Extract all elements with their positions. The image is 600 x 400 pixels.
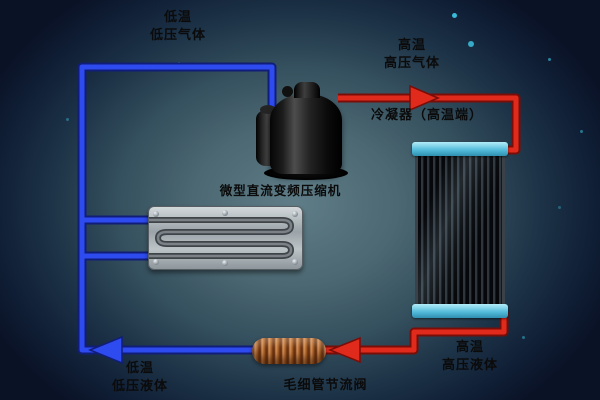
evaporator-serpentine-tube xyxy=(149,217,295,259)
cold-liquid-flow-arrow-left-icon xyxy=(88,335,123,365)
particle-dot xyxy=(452,13,457,18)
condenser-header-top xyxy=(412,142,508,156)
hot-liquid-flow-arrow-left-icon xyxy=(327,336,361,364)
label-line: 高压气体 xyxy=(383,54,440,70)
label-line: 冷凝器（高温端） xyxy=(370,107,483,122)
compressor-accumulator-cap xyxy=(260,105,276,114)
particle-dot xyxy=(580,130,583,133)
bolt-icon xyxy=(153,259,159,265)
label-compressor: 微型直流变频压缩机 xyxy=(203,183,358,200)
particle-dot xyxy=(558,206,561,209)
serpentine-outline xyxy=(149,217,295,259)
label-line: 低温 xyxy=(163,9,192,24)
bolt-icon xyxy=(222,210,228,216)
label-low-temp-low-pressure-liquid: 低温 低压液体 xyxy=(95,359,185,394)
compressor xyxy=(248,80,348,184)
bolt-icon xyxy=(222,260,228,266)
serpentine-core xyxy=(149,218,293,258)
condenser-fins xyxy=(415,155,505,305)
label-capillary-valve: 毛细管节流阀 xyxy=(268,376,383,394)
label-line: 高压液体 xyxy=(441,356,498,372)
label-high-temp-high-pressure-liquid: 高温 高压液体 xyxy=(424,338,516,373)
compressor-body xyxy=(270,94,342,174)
condenser xyxy=(412,142,508,318)
bolt-icon xyxy=(153,211,159,217)
label-line: 高温 xyxy=(455,339,484,354)
bolt-icon xyxy=(292,211,298,217)
cold-pipe xyxy=(79,64,275,353)
particle-dot xyxy=(548,58,551,61)
label-line: 毛细管节流阀 xyxy=(283,377,368,392)
label-condenser: 冷凝器（高温端） xyxy=(352,106,502,124)
particle-dot xyxy=(468,41,474,47)
particle-dot xyxy=(66,118,69,121)
capillary-throttle-valve xyxy=(252,338,326,364)
bolt-icon xyxy=(292,259,298,265)
compressor-fitting xyxy=(282,86,293,97)
label-line: 低压液体 xyxy=(111,377,168,393)
label-line: 低温 xyxy=(125,360,154,375)
condenser-header-bottom xyxy=(412,304,508,318)
particle-dot xyxy=(522,336,525,339)
compressor-top-cap xyxy=(294,82,320,98)
label-low-temp-low-pressure-gas: 低温 低压气体 xyxy=(128,8,228,43)
label-line: 高温 xyxy=(397,37,426,52)
evaporator-plate xyxy=(148,206,303,270)
label-line: 微型直流变频压缩机 xyxy=(219,184,342,198)
label-high-temp-high-pressure-gas: 高温 高压气体 xyxy=(362,36,462,71)
hot-gas-flow-arrow-right-icon xyxy=(409,84,440,112)
label-line: 低压气体 xyxy=(149,26,206,42)
